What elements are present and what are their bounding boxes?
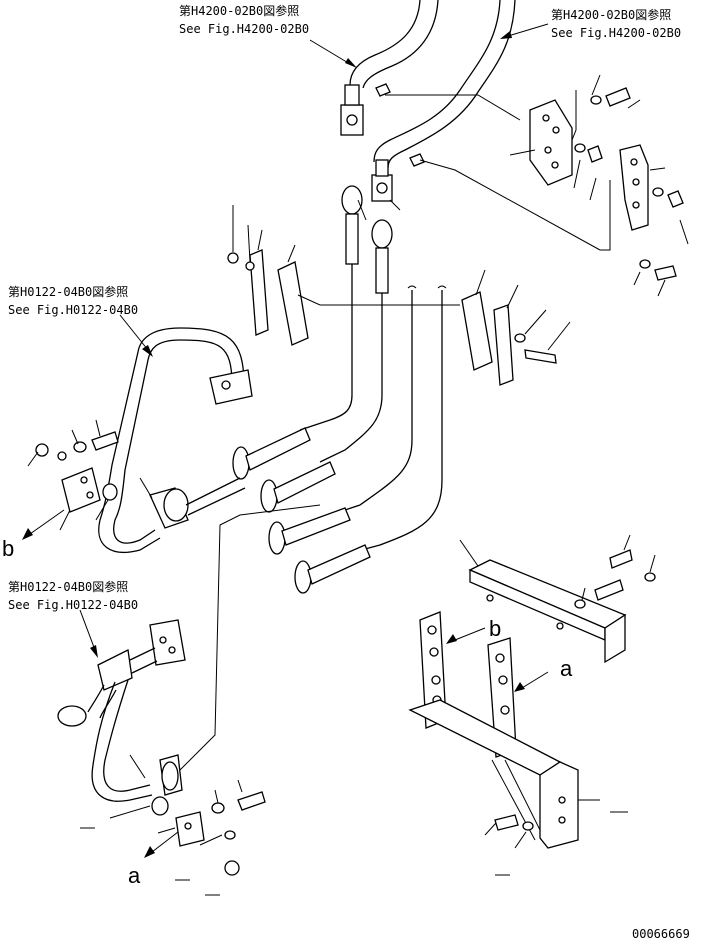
upper-fittings xyxy=(340,83,601,251)
reference-jp-text: 第H0122-04B0図参照 xyxy=(8,284,128,299)
upper-right-bracket xyxy=(509,74,689,297)
connector-line xyxy=(174,504,321,776)
leader-arrows xyxy=(22,23,549,858)
reference-en-text: See Fig.H0122-04B0 xyxy=(8,598,138,612)
left-clamp-parts xyxy=(227,205,460,346)
reference-mid-left: 第H0122-04B0図参照 See Fig.H0122-04B0 xyxy=(8,284,138,317)
right-clamp-parts xyxy=(461,269,571,386)
lower-right-bracket xyxy=(408,534,656,876)
view-marker-b-left: b xyxy=(2,536,14,561)
reference-en-text: See Fig.H4200-02B0 xyxy=(179,22,309,36)
reference-top-right: 第H4200-02B0図参照 See Fig.H4200-02B0 xyxy=(551,7,681,40)
drawing-number: 00066669 xyxy=(632,927,690,941)
reference-lower-left: 第H0122-04B0図参照 See Fig.H0122-04B0 xyxy=(8,579,138,612)
view-marker-a-bottom: a xyxy=(128,863,141,888)
reference-jp-text: 第H4200-02B0図参照 xyxy=(551,7,671,22)
lower-left-pipe xyxy=(57,619,266,896)
center-couplings xyxy=(341,185,401,294)
reference-en-text: See Fig.H4200-02B0 xyxy=(551,26,681,40)
hose-end-fittings xyxy=(232,427,371,594)
view-marker-a-right: a xyxy=(560,656,573,681)
view-marker-b-right: b xyxy=(489,616,501,641)
reference-en-text: See Fig.H0122-04B0 xyxy=(8,303,138,317)
reference-jp-text: 第H0122-04B0図参照 xyxy=(8,579,128,594)
reference-top-center: 第H4200-02B0図参照 See Fig.H4200-02B0 xyxy=(179,3,309,36)
mid-left-pipe xyxy=(27,327,253,553)
reference-jp-text: 第H4200-02B0図参照 xyxy=(179,3,299,18)
long-hoses xyxy=(299,264,447,554)
upper-hoses xyxy=(349,0,516,169)
